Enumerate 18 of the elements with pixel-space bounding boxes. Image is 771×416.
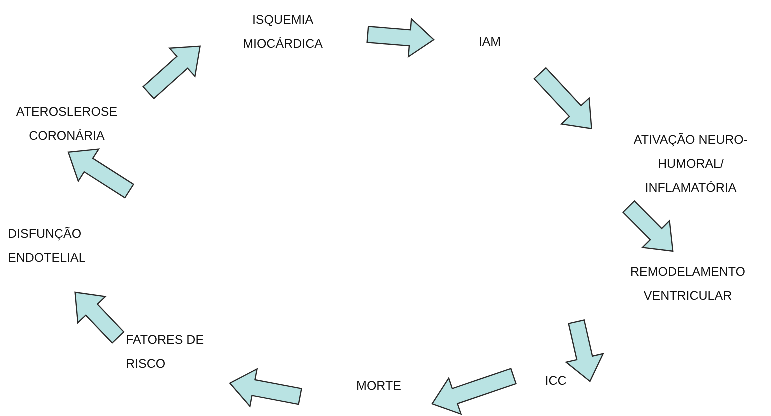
block-arrow	[142, 46, 202, 100]
stage-label: ICC	[544, 373, 568, 390]
block-arrow	[622, 200, 674, 252]
block-arrow	[564, 320, 604, 382]
block-arrow	[366, 18, 435, 58]
block-arrow	[229, 368, 302, 408]
block-arrow	[534, 67, 592, 130]
stage-label: FATORES DE RISCO	[126, 332, 206, 373]
stage-label: ATEROSLEROSE CORONÁRIA	[15, 104, 119, 145]
block-arrow	[68, 148, 135, 199]
stage-label: ISQUEMIA MIOCÁRDICA	[242, 12, 324, 53]
stage-label: MORTE	[356, 378, 402, 395]
stage-label: REMODELAMENTO VENTRICULAR	[629, 264, 747, 305]
stage-label: DISFUNÇÃO ENDOTELIAL	[8, 226, 87, 267]
block-arrow	[74, 292, 125, 344]
stage-label: ATIVAÇÃO NEURO-HUMORAL/ INFLAMATÓRIA	[632, 132, 750, 197]
stage-label: IAM	[478, 34, 502, 51]
block-arrow	[431, 368, 518, 416]
